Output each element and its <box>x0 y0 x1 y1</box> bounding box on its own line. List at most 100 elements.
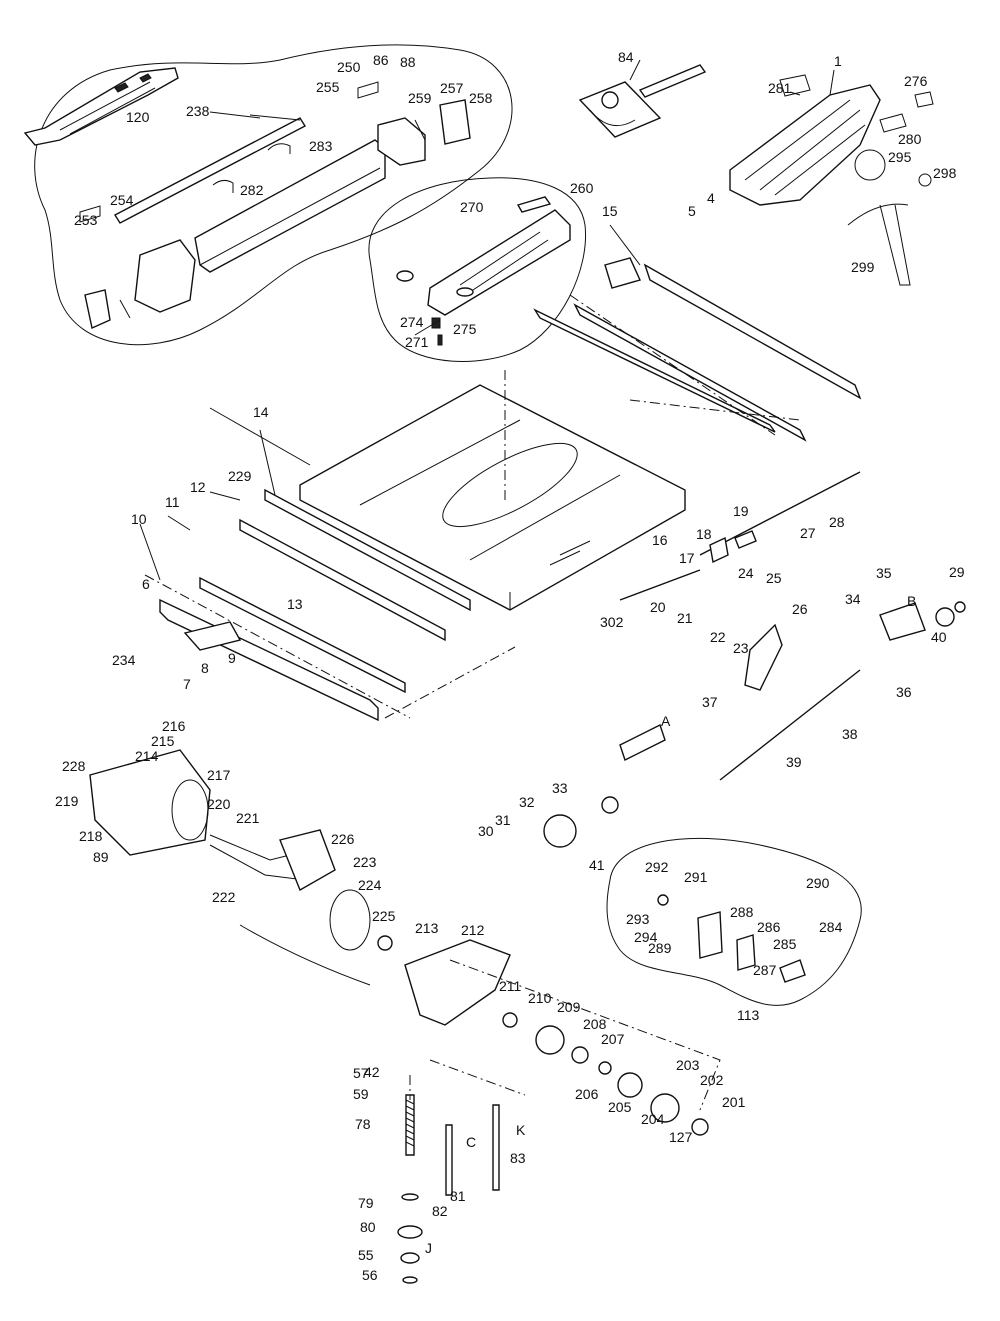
leader-lines <box>139 59 835 581</box>
part-label: 255 <box>316 79 340 95</box>
part-label: 289 <box>648 940 672 956</box>
part-label: 29 <box>949 564 965 580</box>
part-label: 223 <box>353 854 377 870</box>
part-86-miter-gauge <box>578 64 707 138</box>
part-label: 216 <box>162 718 186 734</box>
part-label: 21 <box>677 610 693 626</box>
part-label: 31 <box>495 812 511 828</box>
part-label: 120 <box>126 109 150 125</box>
part-label: 213 <box>415 920 439 936</box>
part-label: 127 <box>669 1129 693 1145</box>
part-label: 294 <box>634 929 658 945</box>
part-label: 42 <box>364 1064 380 1080</box>
part-label: 36 <box>896 684 912 700</box>
part-label: 274 <box>400 314 424 330</box>
part-label: 282 <box>240 182 264 198</box>
part-label: 84 <box>618 49 634 65</box>
part-label: 254 <box>110 192 134 208</box>
part-label: J <box>425 1240 432 1256</box>
part-label: 30 <box>478 823 494 839</box>
part-label: 78 <box>355 1116 371 1132</box>
part-label: 16 <box>652 532 668 548</box>
part-label: 225 <box>372 908 396 924</box>
part-label: 86 <box>373 52 389 68</box>
part-label: 83 <box>510 1150 526 1166</box>
part-label: 79 <box>358 1195 374 1211</box>
part-label: 13 <box>287 596 303 612</box>
part-label: 259 <box>408 90 432 106</box>
part-label: 207 <box>601 1031 625 1047</box>
part-label: 203 <box>676 1057 700 1073</box>
part-label: 1 <box>834 53 842 69</box>
part-label: 292 <box>645 859 669 875</box>
part-label: 24 <box>738 565 754 581</box>
part-label: 28 <box>829 514 845 530</box>
part-label: 288 <box>730 904 754 920</box>
part-label: 250 <box>337 59 361 75</box>
part-label: 258 <box>469 90 493 106</box>
part-label: 290 <box>806 875 830 891</box>
part-label: 9 <box>228 650 236 666</box>
part-label: 7 <box>183 676 191 692</box>
part-label: 260 <box>570 180 594 196</box>
part-label: 80 <box>360 1219 376 1235</box>
part-label: K <box>516 1122 526 1138</box>
part-bevel-height-mechanism <box>543 471 966 848</box>
part-label: 41 <box>589 857 605 873</box>
part-label: C <box>466 1134 476 1150</box>
part-label: 212 <box>461 922 485 938</box>
part-label: 222 <box>212 889 236 905</box>
part-label: 221 <box>236 810 260 826</box>
part-291-switch <box>657 894 806 983</box>
part-elevation-screw <box>397 1094 500 1284</box>
part-label: 33 <box>552 780 568 796</box>
part-label: 234 <box>112 652 136 668</box>
part-label: 218 <box>79 828 103 844</box>
part-label: 202 <box>700 1072 724 1088</box>
part-label: 228 <box>62 758 86 774</box>
part-label: 253 <box>74 212 98 228</box>
part-label: 201 <box>722 1094 746 1110</box>
part-label: 280 <box>898 131 922 147</box>
part-label: 17 <box>679 550 695 566</box>
part-label: 6 <box>142 576 150 592</box>
part-label: 82 <box>432 1203 448 1219</box>
part-label: 204 <box>641 1111 665 1127</box>
part-label: 270 <box>460 199 484 215</box>
part-label: 302 <box>600 614 624 630</box>
part-number-labels: 1 4 5 6 7 8 9 10 11 12 13 14 15 16 17 18… <box>55 49 965 1283</box>
part-label: 206 <box>575 1086 599 1102</box>
part-label: 275 <box>453 321 477 337</box>
part-label: 20 <box>650 599 666 615</box>
part-label: 257 <box>440 80 464 96</box>
part-label: 26 <box>792 601 808 617</box>
part-label: 27 <box>800 525 816 541</box>
part-label: 89 <box>93 849 109 865</box>
part-label: 217 <box>207 767 231 783</box>
part-label: 210 <box>528 990 552 1006</box>
part-label: 12 <box>190 479 206 495</box>
part-label: 32 <box>519 794 535 810</box>
part-label: 35 <box>876 565 892 581</box>
part-label: 276 <box>904 73 928 89</box>
part-label: B <box>907 593 916 609</box>
part-label: 219 <box>55 793 79 809</box>
callout-bubble-switch <box>606 837 862 1006</box>
part-label: 113 <box>737 1007 760 1023</box>
part-label: 15 <box>602 203 618 219</box>
part-label: 285 <box>773 936 797 952</box>
part-label: 224 <box>358 877 382 893</box>
part-label: 284 <box>819 919 843 935</box>
part-label: 291 <box>684 869 708 885</box>
part-label: 211 <box>499 978 522 994</box>
part-motor-assembly <box>89 749 709 1136</box>
part-label: A <box>661 713 671 729</box>
part-label: 220 <box>207 796 231 812</box>
part-label: 57 <box>353 1065 369 1081</box>
callout-bubble-fence <box>34 44 513 346</box>
part-label: 8 <box>201 660 209 676</box>
part-label: 10 <box>131 511 147 527</box>
part-label: 39 <box>786 754 802 770</box>
